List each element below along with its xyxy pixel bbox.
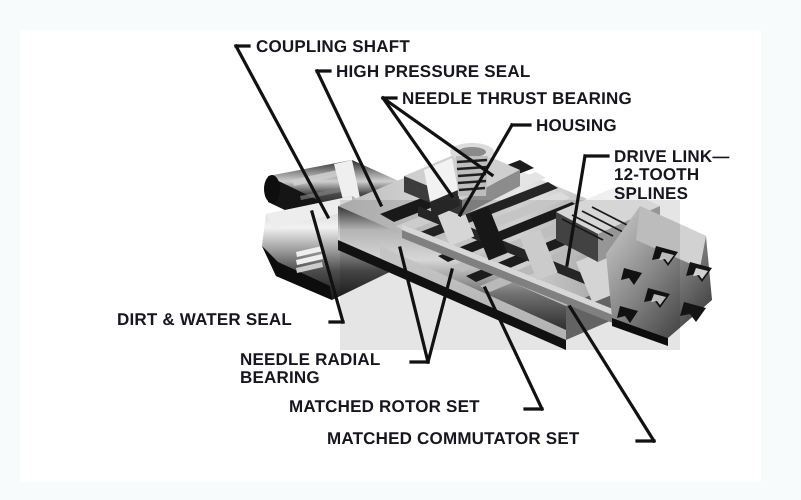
callout-label-line: NEEDLE RADIAL	[240, 350, 381, 369]
matched-rotor-commutator-assembly	[606, 206, 712, 346]
threaded-stud	[450, 143, 494, 196]
callout-label-needle-thrust-bearing: NEEDLE THRUST BEARING	[402, 89, 632, 108]
callout-label-coupling-shaft: COUPLING SHAFT	[256, 37, 410, 56]
leader-line-dirt-and-water-seal	[310, 210, 345, 324]
letterbox-bar-left	[0, 0, 20, 500]
letterbox-bar-right	[761, 0, 801, 500]
callout-label-line: MATCHED COMMUTATOR SET	[327, 429, 580, 448]
leader-line-matched-commutator-set	[567, 304, 657, 444]
leader-line-coupling-shaft	[233, 43, 331, 220]
letterbox-bar-top	[0, 0, 801, 30]
callout-label-line: HIGH PRESSURE SEAL	[336, 62, 531, 81]
callout-label-housing: HOUSING	[536, 116, 617, 135]
leader-line-needle-thrust-bearing	[380, 95, 455, 199]
leader-line-housing	[457, 122, 515, 218]
scan-halftone-texture	[340, 200, 680, 350]
callout-label-line: NEEDLE THRUST BEARING	[402, 89, 632, 108]
callout-label-line: 12-TOOTH	[614, 165, 700, 185]
leader-line-needle-thrust-bearing	[380, 95, 495, 178]
letterbox-bar-bottom	[0, 482, 801, 500]
leader-line-matched-rotor-set	[482, 285, 545, 412]
callout-label-matched-rotor-set: MATCHED ROTOR SET	[289, 397, 480, 416]
callout-label-line: MATCHED ROTOR SET	[289, 397, 480, 416]
leader-line-high-pressure-seal	[314, 68, 384, 208]
callout-label-line: BEARING	[240, 368, 320, 388]
callout-label-dirt-and-water-seal: DIRT & WATER SEAL	[117, 310, 292, 329]
callout-label-line: COUPLING SHAFT	[256, 37, 410, 56]
callout-label-line: SPLINES	[614, 183, 689, 203]
leader-line-needle-radial-bearing	[398, 246, 430, 364]
callout-label-line: DRIVE LINK—	[614, 147, 730, 166]
callout-label-line: DIRT & WATER SEAL	[117, 310, 292, 329]
callout-label-line: HOUSING	[536, 116, 617, 135]
leader-line-drive-link-12-tooth-splines	[565, 154, 587, 267]
leader-line-needle-radial-bearing	[426, 268, 454, 364]
callout-label-matched-commutator-set: MATCHED COMMUTATOR SET	[327, 429, 580, 448]
callout-label-high-pressure-seal: HIGH PRESSURE SEAL	[336, 62, 531, 81]
